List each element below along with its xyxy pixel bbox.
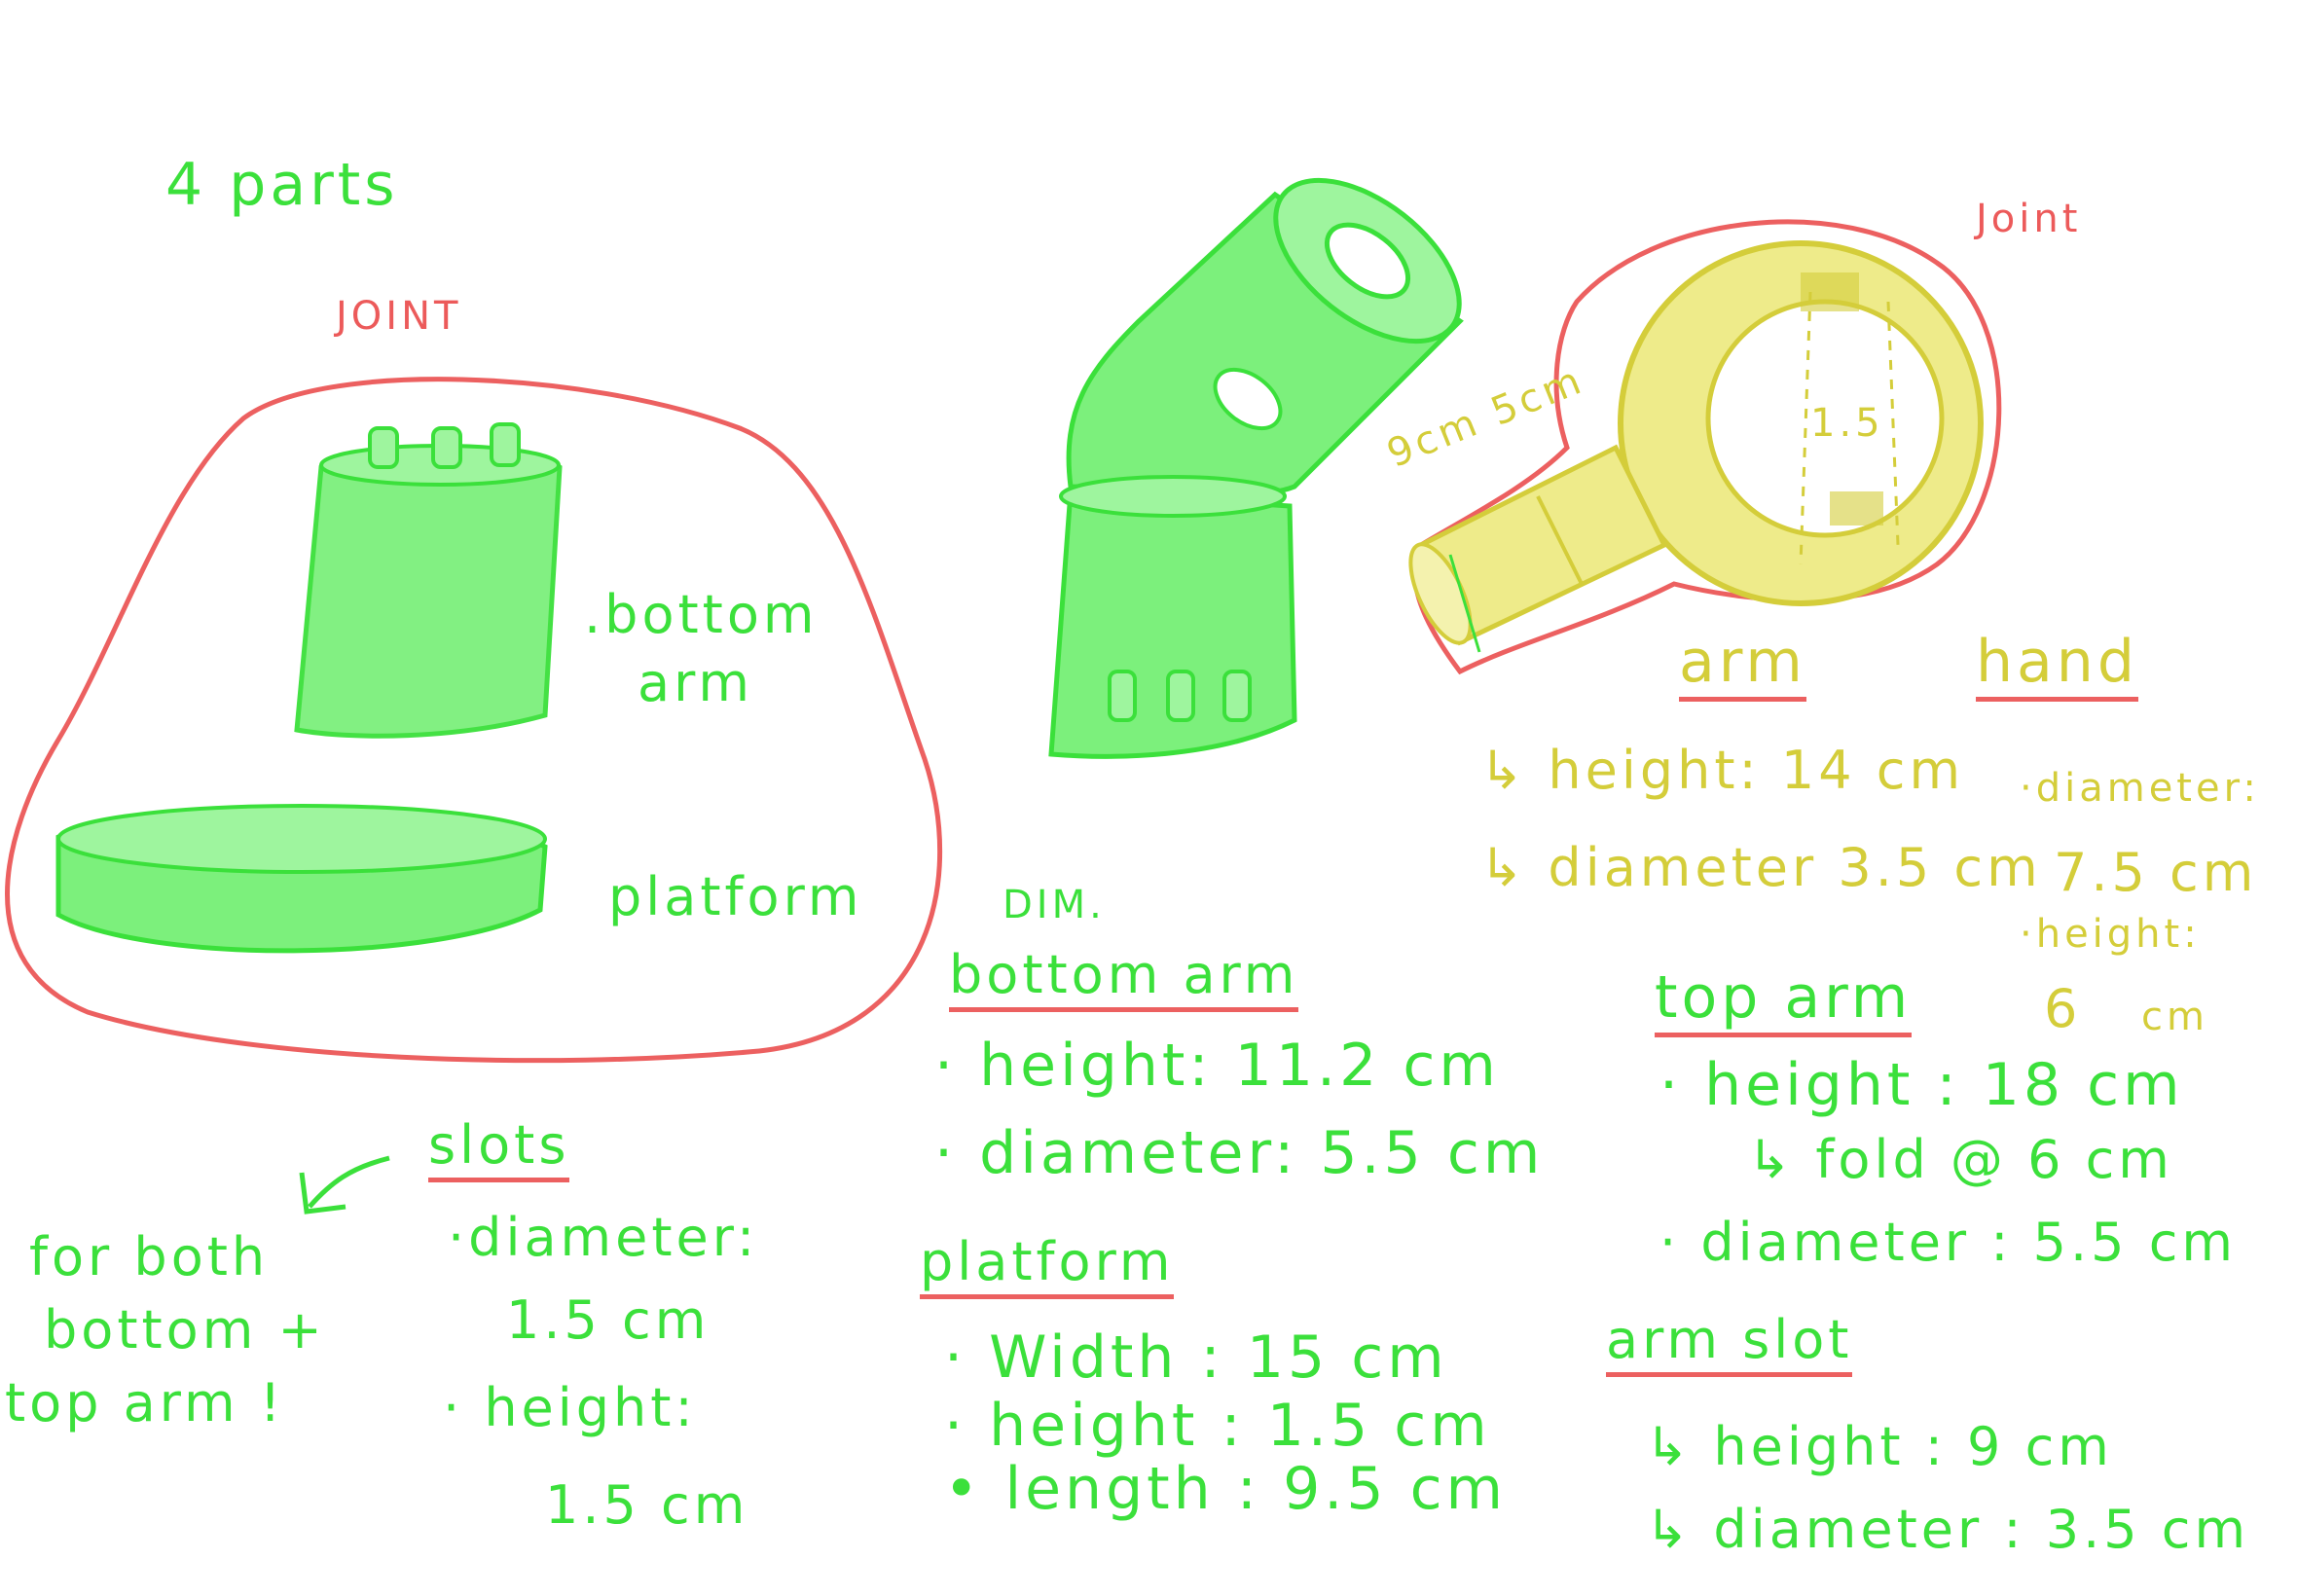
- top-arm-sketch: [1048, 177, 1464, 759]
- slots-note-line-2: bottom +: [44, 1299, 326, 1360]
- platform-label: platform: [608, 866, 863, 927]
- bottom-arm-dim-heading: bottom arm: [949, 949, 1299, 1012]
- hand-inner-mark: 1.5: [1810, 401, 1884, 446]
- joint-outline-left: [5, 377, 942, 1064]
- arm-spec-height: ↳ height: 14 cm: [1479, 740, 1965, 801]
- bottom-arm-label-1: .bottom: [584, 584, 819, 645]
- arm-slot-dim-heading: arm slot: [1606, 1314, 1853, 1377]
- platform-dim-height: · height : 1.5 cm: [944, 1392, 1491, 1460]
- slots-diameter-label: ·diameter:: [448, 1207, 759, 1268]
- arm-tube-sketch: [1408, 444, 1668, 653]
- slots-heading: slots: [428, 1119, 570, 1182]
- hand-spec-heading: hand: [1976, 633, 2138, 702]
- bottom-arm-dim-height: · height: 11.2 cm: [934, 1032, 1500, 1100]
- top-arm-dim-diameter: · diameter : 5.5 cm: [1659, 1212, 2237, 1273]
- platform-dim-width: · Width : 15 cm: [944, 1324, 1448, 1392]
- hand-ring-sketch: [1618, 240, 1984, 606]
- hand-spec-line-1: ·diameter:: [2020, 766, 2260, 811]
- hand-spec-line-2: 7.5 cm: [2054, 842, 2258, 903]
- bottom-arm-dim-diameter: · diameter: 5.5 cm: [934, 1119, 1545, 1187]
- joint-label-left: JOINT: [336, 294, 462, 339]
- slots-diameter-value: 1.5 cm: [506, 1289, 711, 1351]
- arm-slot-dim-diameter: ↳ diameter : 3.5 cm: [1645, 1499, 2250, 1560]
- slots-note-line-3: top arm !: [5, 1372, 285, 1433]
- bottom-arm-cylinder-sketch: [294, 422, 563, 739]
- top-arm-dim-fold: ↳ fold @ 6 cm: [1747, 1129, 2173, 1190]
- top-arm-dim-height: · height : 18 cm: [1659, 1051, 2184, 1119]
- hand-spec-line-5: cm: [2141, 995, 2208, 1039]
- slots-height-value: 1.5 cm: [545, 1474, 749, 1536]
- dim-label: DIM.: [1003, 883, 1106, 927]
- arm-spec-heading: arm: [1679, 633, 1806, 702]
- hand-spec-line-4: 6: [2044, 978, 2082, 1039]
- joint-outline-right: [1412, 219, 2002, 675]
- arm-slot-dim-height: ↳ height : 9 cm: [1645, 1416, 2113, 1477]
- joint-label-right: Joint: [1976, 197, 2082, 241]
- platform-sketch: [55, 804, 548, 954]
- slots-arrow-sketch: [299, 1155, 390, 1215]
- parts-title: 4 parts: [165, 151, 399, 219]
- slots-height-label: · height:: [443, 1377, 697, 1438]
- slots-note-line-1: for both: [29, 1226, 270, 1288]
- top-arm-dim-heading: top arm: [1655, 968, 1913, 1037]
- platform-dim-length: • length : 9.5 cm: [944, 1455, 1507, 1523]
- platform-dim-heading: platform: [920, 1236, 1175, 1299]
- arm-spec-diameter: ↳ diameter 3.5 cm: [1479, 837, 2042, 898]
- hand-spec-line-3: ·height:: [2020, 912, 2201, 957]
- bottom-arm-label-2: arm: [638, 652, 753, 713]
